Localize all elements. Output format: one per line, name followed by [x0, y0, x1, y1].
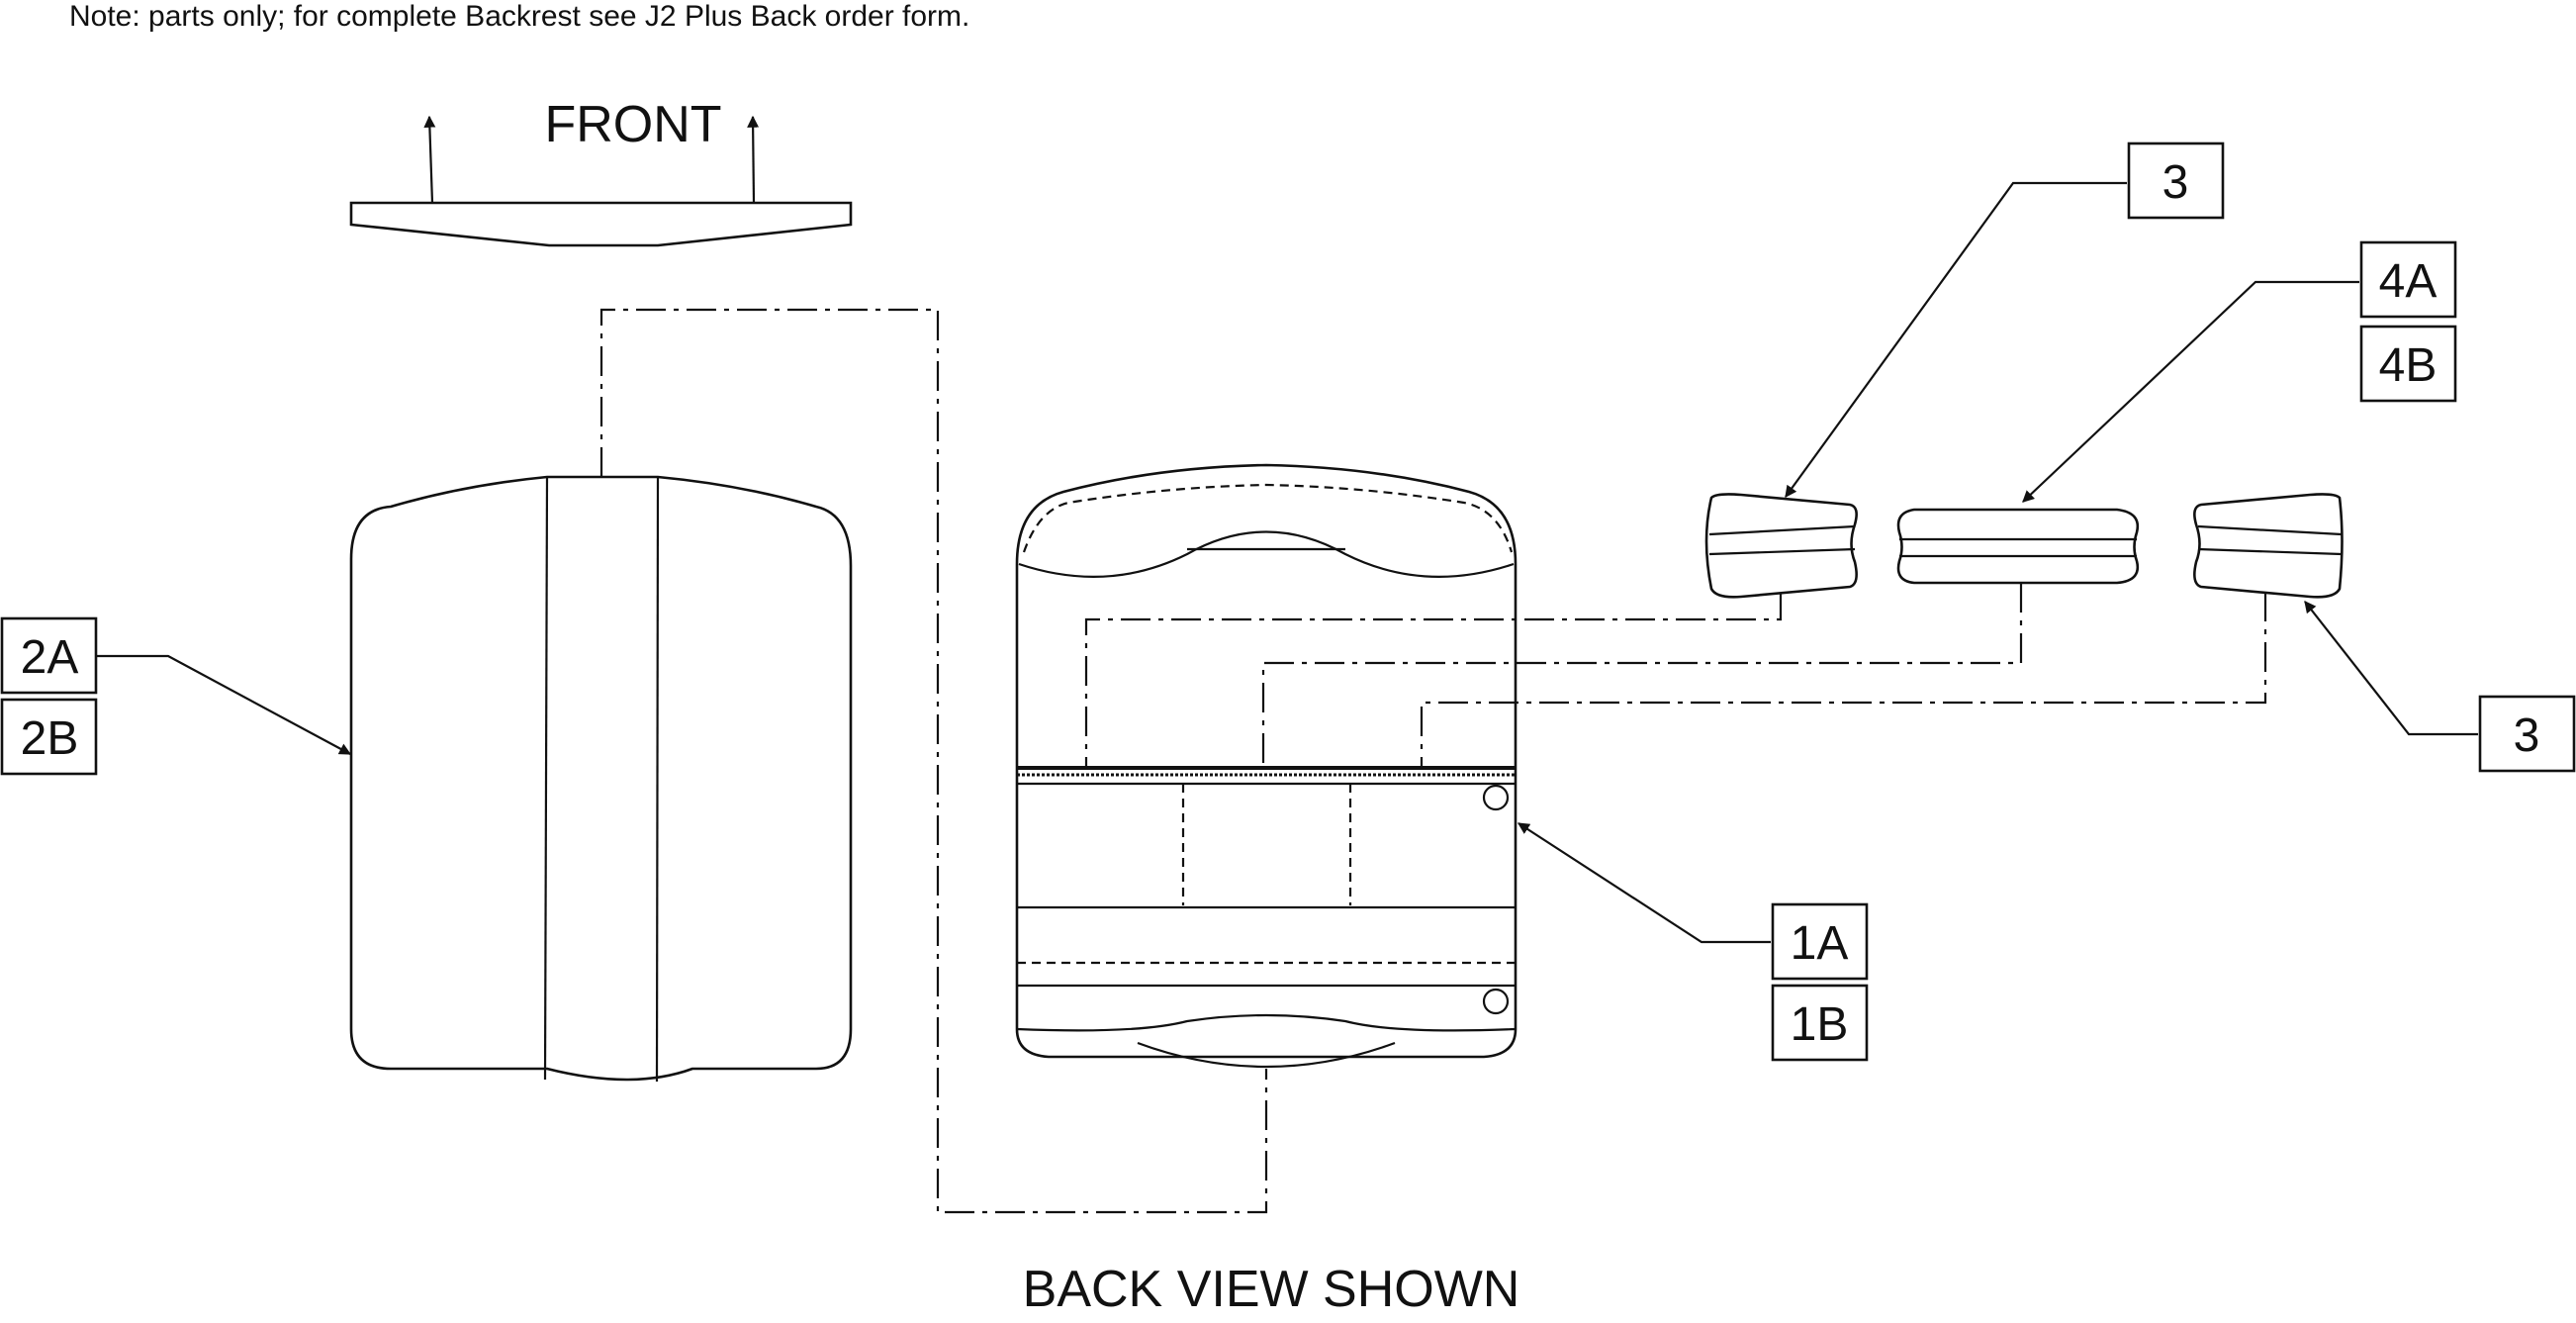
leader-part-2a: [96, 654, 352, 755]
center-pad: [1896, 508, 2140, 585]
back-cover-2: [349, 475, 853, 1083]
callout-4b-text: 4B: [2379, 339, 2438, 392]
front-label: FRONT: [544, 96, 721, 153]
front-arrow-left: [423, 115, 436, 204]
pad-right-groove-2: [2197, 547, 2343, 556]
pad-left-outline: [1704, 493, 1858, 599]
callout-4b: 4B: [2359, 325, 2457, 403]
pad-left-groove-2: [1708, 547, 1856, 556]
front-arrow-right: [747, 115, 760, 204]
callout-4a-text: 4A: [2379, 255, 2438, 308]
lateral-pad-left: [1704, 493, 1858, 599]
foam-top-contour: [1018, 530, 1515, 578]
foam-bottom-contour: [1016, 1013, 1517, 1032]
back-cover-seam-left: [543, 476, 549, 1081]
callout-4a: 4A: [2359, 240, 2457, 319]
drawing-note: Note: parts only; for complete Backrest …: [69, 0, 970, 33]
center-pad-outline: [1896, 508, 2140, 585]
callout-3-right: 3: [2478, 695, 2576, 773]
back-cover-seam-right: [655, 476, 660, 1083]
view-caption: BACK VIEW SHOWN: [1023, 1261, 1520, 1318]
foam-bottom-bulge: [1137, 1041, 1396, 1069]
callout-2a-text: 2A: [21, 631, 79, 684]
callout-3-right-text: 3: [2514, 709, 2540, 762]
back-cover-outline: [349, 475, 853, 1082]
callout-2b-text: 2B: [21, 712, 79, 765]
front-indicator: FRONT: [349, 96, 853, 247]
foam-insert-1: [1015, 463, 1518, 1069]
pad-right-groove-1: [2197, 524, 2343, 536]
callout-1b: 1B: [1771, 984, 1869, 1062]
lateral-pad-right: [2193, 493, 2344, 599]
centerline-pad-right: [1420, 592, 2267, 770]
leader-part-3-top: [1785, 181, 2127, 498]
leader-part-4a: [2022, 280, 2359, 503]
callout-2b: 2B: [0, 698, 98, 776]
pad-right-outline: [2193, 493, 2344, 599]
pad-left-groove-1: [1708, 524, 1856, 536]
foam-insert-outline: [1015, 463, 1518, 1059]
callout-2a: 2A: [0, 616, 98, 695]
callout-1a: 1A: [1771, 902, 1869, 981]
centerline-link: [599, 308, 1268, 1214]
callout-3-top-text: 3: [2162, 156, 2189, 209]
callout-3-top: 3: [2127, 142, 2225, 220]
leader-part-3-right: [2304, 601, 2478, 736]
snap-fastener-upper: [1482, 784, 1510, 811]
callout-1b-text: 1B: [1791, 998, 1849, 1051]
callout-1a-text: 1A: [1791, 917, 1849, 970]
snap-fastener-lower: [1482, 988, 1510, 1015]
backrest-top-profile: [349, 201, 853, 247]
foam-hidden-contour: [1022, 483, 1514, 553]
leader-part-1a: [1517, 822, 1771, 944]
centerline-pad-center: [1261, 583, 2023, 770]
centerline-pad-left: [1084, 594, 1783, 770]
